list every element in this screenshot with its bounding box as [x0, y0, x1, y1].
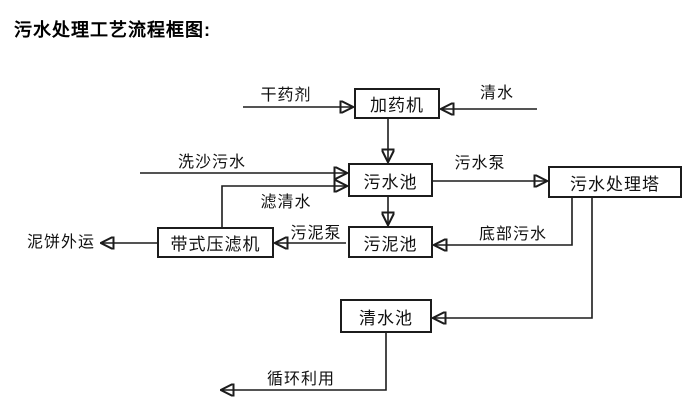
edge-label-mud-cake-out: 泥饼外运 — [26, 234, 96, 251]
edge-tower-to-clean-arrow — [434, 198, 593, 318]
edge-label-sewage-pump: 污水泵 — [454, 155, 506, 172]
node-sludge-pool: 污泥池 — [348, 226, 433, 258]
edge-recycle-arrow — [222, 333, 387, 390]
node-clean-water-pool: 清水池 — [340, 299, 432, 333]
edge-label-dry-agent: 干药剂 — [260, 87, 312, 104]
page-title: 污水处理工艺流程框图: — [14, 20, 211, 40]
node-dosing-machine: 加药机 — [354, 88, 440, 119]
edge-label-sludge-pump: 污泥泵 — [290, 225, 342, 242]
edge-label-bottom-sewage: 底部污水 — [478, 226, 548, 243]
node-treatment-tower: 污水处理塔 — [548, 166, 682, 198]
node-belt-filter-press: 带式压滤机 — [157, 227, 274, 258]
edge-label-clean-water: 清水 — [479, 85, 515, 102]
edge-filtered-water-arrow — [221, 186, 346, 227]
edge-bottom-sewage-arrow — [435, 198, 573, 245]
edge-label-filtered-water: 滤清水 — [260, 194, 312, 211]
node-sewage-pool: 污水池 — [348, 163, 433, 197]
edge-label-recycle: 循环利用 — [266, 371, 336, 388]
edge-label-sand-washing-sewage: 洗沙污水 — [177, 154, 247, 171]
